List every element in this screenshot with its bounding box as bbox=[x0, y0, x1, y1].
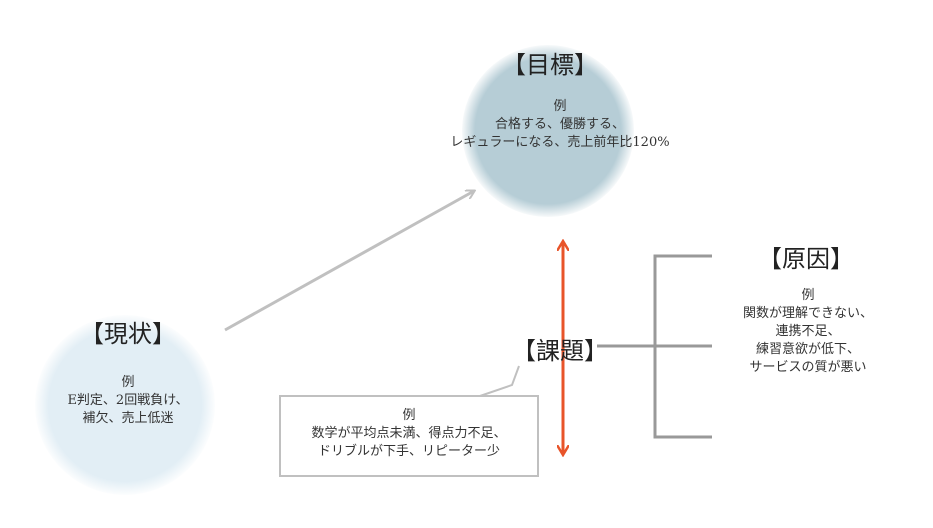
goal-example-label: 例 bbox=[553, 99, 567, 114]
cause-line: 連携不足、 bbox=[775, 324, 841, 339]
cause-title: 【原因】 bbox=[758, 245, 854, 273]
current-line: 補欠、売上低迷 bbox=[82, 411, 174, 426]
callout-box bbox=[279, 365, 539, 477]
cause-bracket bbox=[597, 254, 712, 439]
issue-line: ドリブルが下手、リピーター少 bbox=[317, 444, 501, 459]
cause-example: 例関数が理解できない、連携不足、練習意欲が低下、サービスの質が悪い bbox=[743, 287, 873, 377]
goal-line: レギュラーになる、売上前年比120% bbox=[450, 135, 670, 150]
issue-example-label: 例 bbox=[402, 408, 416, 423]
cause-example-label: 例 bbox=[801, 288, 815, 303]
goal-example: 例合格する、優勝する、レギュラーになる、売上前年比120% bbox=[450, 98, 669, 152]
current-example-label: 例 bbox=[121, 375, 135, 390]
cause-line: 関数が理解できない、 bbox=[742, 306, 874, 321]
issue-title: 【課題】 bbox=[512, 337, 608, 365]
current-title: 【現状】 bbox=[80, 320, 176, 348]
cause-line: サービスの質が悪い bbox=[749, 360, 867, 375]
progress-arrow bbox=[224, 191, 474, 332]
goal-circle bbox=[462, 45, 634, 217]
current-circle bbox=[35, 315, 215, 495]
issue-line: 数学が平均点未満、得点力不足、 bbox=[311, 426, 507, 441]
current-example: 例 E判定、2回戦負け、補欠、売上低迷 bbox=[67, 374, 188, 428]
goal-title: 【目標】 bbox=[502, 51, 598, 79]
goal-line: 合格する、優勝する、 bbox=[494, 117, 626, 132]
issue-example: 例数学が平均点未満、得点力不足、ドリブルが下手、リピーター少 bbox=[311, 407, 506, 461]
current-line: E判定、2回戦負け、 bbox=[67, 393, 189, 408]
cause-line: 練習意欲が低下、 bbox=[755, 342, 861, 357]
